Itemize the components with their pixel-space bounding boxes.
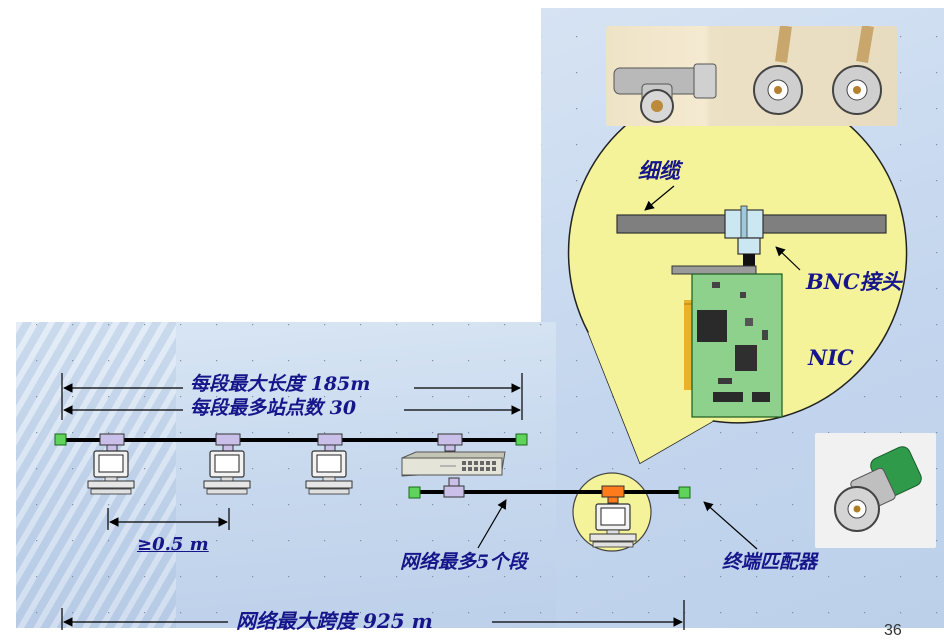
computer-icon bbox=[87, 450, 135, 495]
terminator-label: 终端匹配器 bbox=[722, 551, 818, 573]
network-card-icon bbox=[671, 265, 783, 418]
bnc-connector-label: BNC接头 bbox=[806, 269, 902, 294]
max-segments-label: 网络最多5个段 bbox=[400, 551, 528, 573]
terminator-icon bbox=[408, 486, 421, 499]
hub-icon bbox=[401, 451, 506, 477]
terminator-icon bbox=[515, 433, 528, 446]
bnc-connector-photo bbox=[606, 25, 897, 126]
max-segment-length-label: 每段最大长度 185m bbox=[190, 373, 371, 395]
max-span-label: 网络最大跨度 925 m bbox=[236, 609, 433, 633]
thin-cable-closeup bbox=[616, 205, 887, 268]
segment-bottom bbox=[408, 477, 691, 504]
computer-icon bbox=[305, 450, 353, 495]
computer-icon bbox=[589, 503, 637, 548]
min-spacing-label: ≥0.5 m bbox=[137, 534, 209, 555]
max-stations-label: 每段最多站点数 30 bbox=[190, 397, 357, 419]
t-connector-icon bbox=[601, 485, 625, 504]
terminator-icon bbox=[678, 486, 691, 499]
dimension-lines bbox=[61, 185, 801, 630]
terminator-icon bbox=[54, 433, 67, 446]
bnc-terminator-photo bbox=[815, 433, 936, 548]
t-connector-icon bbox=[99, 433, 463, 452]
segment-top bbox=[54, 433, 528, 452]
nic-label: NIC bbox=[808, 345, 854, 370]
page-number: 36 bbox=[884, 622, 902, 639]
thin-cable-label: 细缆 bbox=[638, 158, 680, 183]
computer-icon bbox=[203, 450, 251, 495]
